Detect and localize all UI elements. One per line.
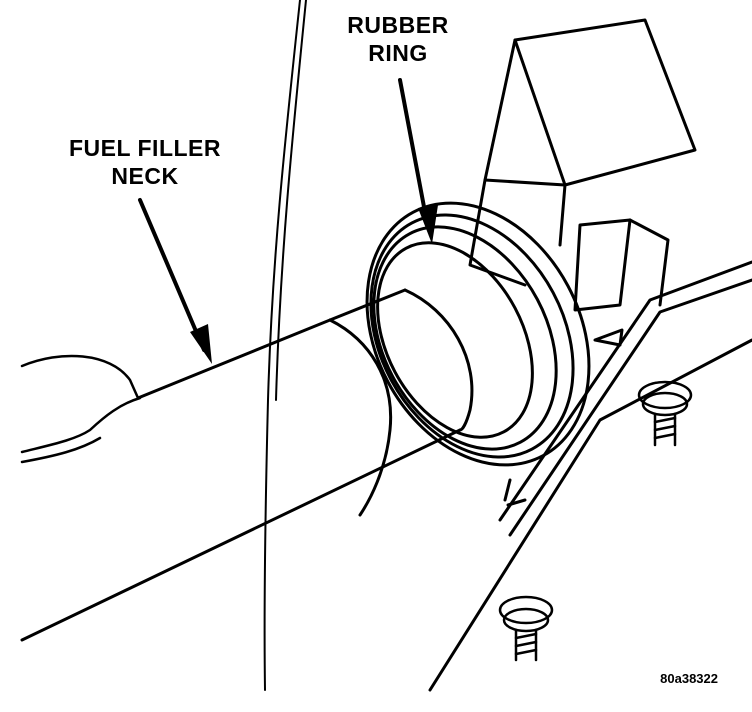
rubber-ring (365, 201, 591, 467)
panel-edge-lines (263, 0, 307, 691)
fuel-filler-neck-label-line-1: FUEL FILLER (68, 135, 221, 161)
fuel-filler-neck-arrowhead (190, 324, 212, 364)
rubber-ring-arrowhead (418, 205, 438, 244)
bracket-box (468, 18, 697, 347)
hose-end (20, 354, 142, 464)
arrow-heads (190, 205, 438, 364)
fuel-filler-neck-label-line-2: NECK (111, 163, 179, 189)
rubber-ring-label: RUBBER RING (318, 11, 478, 67)
rubber-ring-label-line-2: RING (368, 40, 428, 66)
upper-bolt (637, 380, 693, 447)
fuel-filler-neck-leader (138, 198, 206, 352)
rubber-ring-leader (398, 78, 430, 230)
filler-neck-tube (20, 288, 474, 642)
rubber-ring-label-line-1: RUBBER (347, 12, 449, 38)
leader-arrows (138, 78, 430, 352)
figure-id: 80a38322 (660, 671, 718, 686)
fuel-filler-neck-label: FUEL FILLER NECK (30, 134, 260, 190)
body-panel (428, 260, 752, 692)
lower-bolt (498, 595, 554, 662)
